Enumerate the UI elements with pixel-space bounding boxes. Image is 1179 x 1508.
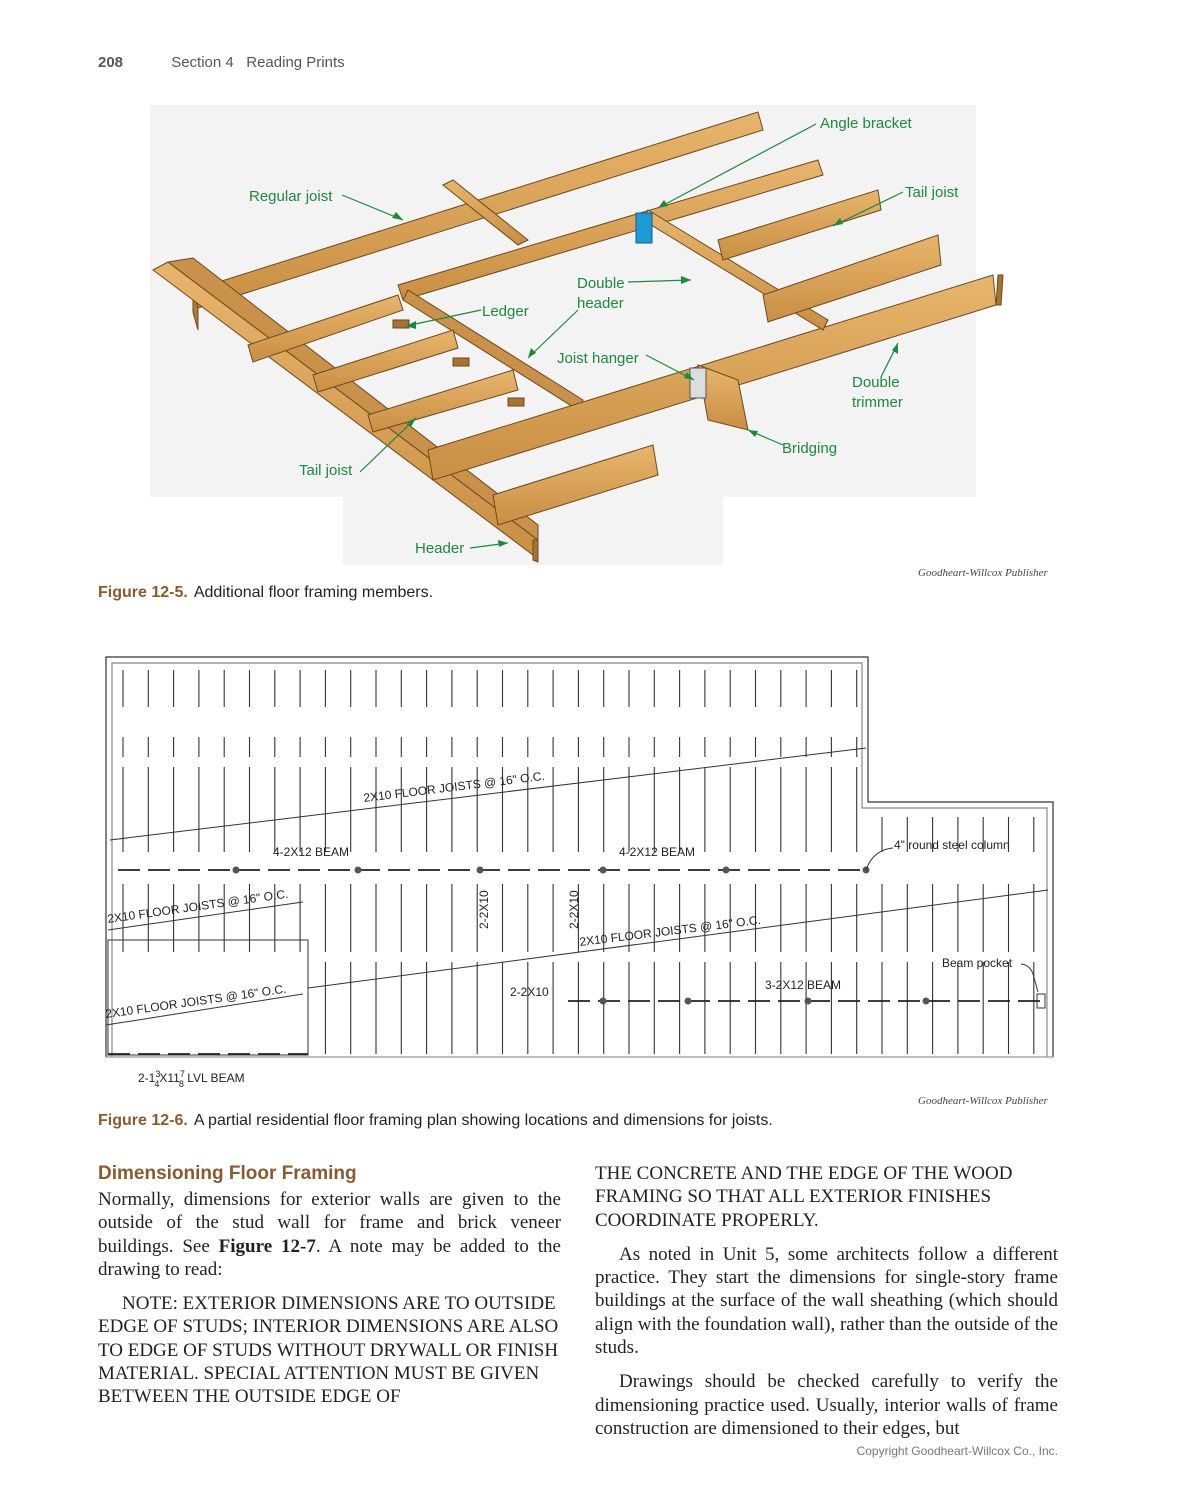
label-tail-joist-top: Tail joist: [905, 184, 959, 201]
label-tail-joist-bottom: Tail joist: [299, 462, 353, 479]
plan-label-joists-left-low: 2X10 FLOOR JOISTS @ 16" O.C.: [104, 982, 287, 1021]
plan-label-double-2x10: 2-2X10: [510, 985, 549, 999]
label-angle-bracket: Angle bracket: [820, 115, 913, 132]
body-column-left: Dimensioning Floor Framing Normally, dim…: [98, 1162, 561, 1420]
label-double-trimmer-2: trimmer: [852, 394, 903, 411]
plan-label-column: 4" round steel column: [894, 838, 1010, 852]
section-title: Section 4 Reading Prints: [171, 54, 345, 71]
body-paragraph-2: As noted in Unit 5, some architects foll…: [595, 1243, 1058, 1359]
plan-label-vert-b: 2-2X10: [567, 890, 581, 929]
label-bridging: Bridging: [782, 440, 837, 457]
label-regular-joist: Regular joist: [249, 188, 333, 205]
figure-floor-framing-plan: 2X10 FLOOR JOISTS @ 16" O.C. 4-2X12 BEAM…: [104, 656, 1054, 1089]
section-heading: Dimensioning Floor Framing: [98, 1163, 357, 1184]
label-joist-hanger: Joist hanger: [557, 350, 639, 367]
note-continuation: THE CONCRETE AND THE EDGE OF THE WOOD FR…: [595, 1163, 1013, 1231]
plan-label-joists-top: 2X10 FLOOR JOISTS @ 16" O.C.: [363, 769, 546, 805]
running-head: 208 Section 4 Reading Prints: [98, 54, 345, 71]
body-paragraph-1: Normally, dimensions for exterior walls …: [98, 1189, 561, 1280]
label-double-header-1: Double: [577, 275, 625, 292]
plan-label-vert-a: 2-2X10: [477, 890, 491, 929]
figure1-caption-label: Figure 12-5.: [98, 584, 188, 601]
figure-reference: Figure 12-7: [218, 1235, 316, 1257]
plan-label-beam-3: 3-2X12 BEAM: [765, 978, 841, 992]
label-double-trimmer-1: Double: [852, 374, 900, 391]
plan-label-joists-center: 2X10 FLOOR JOISTS @ 16" O.C.: [579, 913, 762, 949]
body-column-right: THE CONCRETE AND THE EDGE OF THE WOOD FR…: [595, 1162, 1058, 1451]
copyright: Copyright Goodheart-Willcox Co., Inc.: [856, 1444, 1058, 1458]
plan-label-beam-right: 4-2X12 BEAM: [619, 845, 695, 859]
page-number: 208: [98, 54, 124, 71]
label-ledger: Ledger: [482, 303, 529, 320]
note-text: NOTE: EXTERIOR DIMENSIONS ARE TO OUTSIDE…: [98, 1293, 559, 1408]
figure-floor-framing-members: Angle bracket Tail joist Regular joist D…: [150, 105, 1004, 565]
figure1-credit: Goodheart-Willcox Publisher: [918, 567, 1048, 579]
figure1-caption: Figure 12-5. Additional floor framing mem…: [98, 584, 433, 602]
plan-label-beam-pocket: Beam pocket: [942, 956, 1013, 970]
plan-label-beam-left: 4-2X12 BEAM: [273, 845, 349, 859]
body-paragraph-3: Drawings should be checked carefully to …: [595, 1371, 1058, 1439]
figure2-caption-text: A partial residential floor framing plan…: [193, 1112, 773, 1129]
label-header: Header: [415, 540, 464, 557]
figure2-caption: Figure 12-6. A partial residential floor …: [98, 1112, 773, 1130]
label-double-header-2: header: [577, 295, 624, 312]
figure2-credit: Goodheart-Willcox Publisher: [918, 1095, 1048, 1107]
figure1-caption-text: Additional floor framing members.: [193, 584, 434, 601]
plan-label-joists-left-mid: 2X10 FLOOR JOISTS @ 16" O.C.: [106, 887, 289, 926]
figure2-caption-label: Figure 12-6.: [98, 1112, 188, 1129]
